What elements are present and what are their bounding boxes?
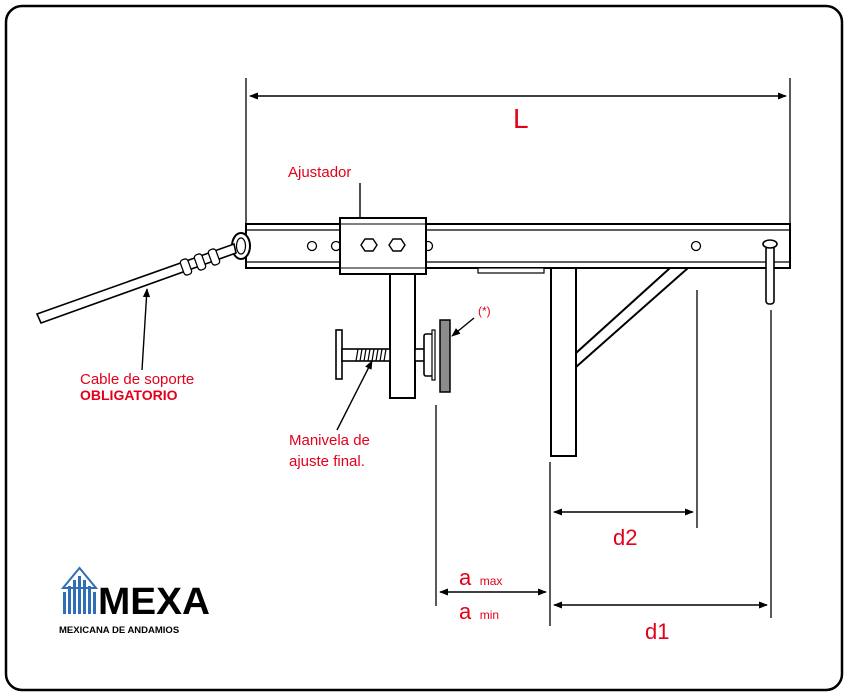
mexa-tagline: MEXICANA DE ANDAMIOS <box>59 625 179 636</box>
dimension-L-label: L <box>513 103 529 134</box>
crank-handle <box>335 329 343 380</box>
a-min-label: a min <box>459 599 499 624</box>
mexa-brand: MEXA <box>98 581 210 623</box>
end-pin <box>762 239 778 305</box>
extension-lines <box>435 290 772 626</box>
crank-label-line1: Manivela de <box>289 432 370 449</box>
asterisk-note: (*) <box>478 304 491 318</box>
mexa-logo: MEXA MEXICANA DE ANDAMIOS <box>59 566 210 636</box>
crank-assembly <box>335 329 436 381</box>
adjuster-label: Ajustador <box>288 164 351 181</box>
beam-hole <box>690 240 702 252</box>
diagonal-brace <box>575 267 691 370</box>
hex-bolt <box>388 238 406 252</box>
clamp-plate <box>439 319 451 393</box>
main-beam <box>245 223 791 274</box>
hex-bolt <box>360 238 378 252</box>
mexa-emblem-icon <box>60 566 99 614</box>
dimension-d2-label: d2 <box>613 525 637 550</box>
cable-label-line1: Cable de soporte <box>80 371 194 388</box>
leader-lines <box>141 183 475 431</box>
crank-label-line2: ajuste final. <box>289 453 365 470</box>
threaded-screw <box>355 348 387 362</box>
beam-hole <box>306 240 318 252</box>
support-post <box>550 267 691 457</box>
support-cable <box>35 242 237 325</box>
adjuster-post <box>389 273 416 399</box>
dimension-d1-label: d1 <box>645 619 669 644</box>
cable-label-line2: OBLIGATORIO <box>80 387 178 403</box>
dimension-L: L <box>245 78 791 225</box>
a-max-label: a max <box>459 565 502 590</box>
adjuster-box <box>339 217 427 275</box>
